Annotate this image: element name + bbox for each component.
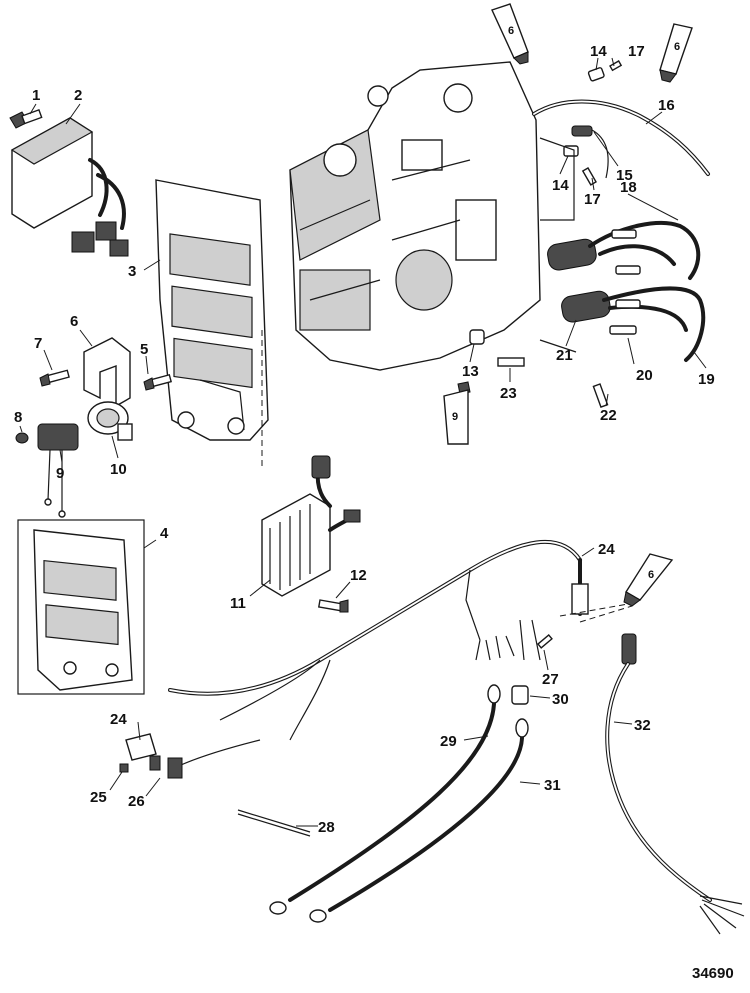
callout-31: 31 [544, 777, 561, 794]
callout-10: 10 [110, 461, 127, 478]
callout-17-mid: 17 [584, 191, 601, 208]
callout-1: 1 [32, 87, 40, 104]
screw-part-1[interactable] [9, 108, 43, 129]
sleeve-part-10[interactable] [87, 401, 133, 441]
callout-22: 22 [600, 407, 617, 424]
figure-number: 34690 [692, 965, 734, 982]
callout-23: 23 [500, 385, 517, 402]
tube-label-3: 9 [452, 411, 458, 423]
callout-17-top: 17 [628, 43, 645, 60]
cable-part-29[interactable] [269, 684, 501, 915]
callout-21: 21 [556, 347, 573, 364]
plate-bracket-part-4[interactable] [33, 529, 133, 691]
callout-28: 28 [318, 819, 335, 836]
callout-3: 3 [128, 263, 136, 280]
callout-14-mid: 14 [552, 177, 569, 194]
callout-7: 7 [34, 335, 42, 352]
tie-strap-part-28[interactable] [237, 809, 311, 837]
plug-lead-part-19[interactable] [602, 286, 706, 362]
spark-plug-part-20[interactable] [609, 229, 641, 335]
screw-part-22[interactable] [592, 383, 609, 408]
boot-part-30[interactable] [511, 685, 529, 705]
callout-labels: 1 2 3 4 5 6 7 8 9 10 11 12 13 14 14 15 1… [14, 43, 715, 836]
bracket-line-15 [539, 137, 575, 221]
relay-part-9[interactable] [37, 423, 79, 518]
inset-box [17, 519, 145, 695]
callout-19: 19 [698, 371, 715, 388]
screw-part-12[interactable] [317, 599, 349, 613]
callout-13: 13 [462, 363, 479, 380]
callout-30: 30 [552, 691, 569, 708]
callout-24-top: 24 [598, 541, 615, 558]
engine-block [289, 61, 541, 371]
ignition-coil-part-21[interactable] [546, 238, 612, 324]
connector-part-25[interactable] [149, 755, 183, 779]
sealant-tube-right-mid: 6 [623, 553, 674, 607]
sealant-tube-part-9: 9 [443, 381, 471, 445]
leader-lines [19, 57, 707, 827]
screw-part-5[interactable] [143, 373, 172, 391]
callout-6: 6 [70, 313, 78, 330]
screw-part-7[interactable] [39, 369, 70, 387]
harness-part-32[interactable] [605, 633, 745, 935]
screw-part-26[interactable] [119, 763, 129, 773]
callout-26: 25 [90, 789, 107, 806]
screw-part-27[interactable] [537, 634, 553, 649]
callout-8: 8 [14, 409, 22, 426]
sensor-part-14[interactable] [563, 67, 605, 157]
callout-14-top: 14 [590, 43, 607, 60]
callout-24-left: 24 [110, 711, 127, 728]
ignition-module-part-2[interactable] [10, 117, 129, 257]
tube-label-1: 6 [508, 25, 514, 37]
plug-lead-part-18[interactable] [588, 221, 701, 280]
tube-label-2: 6 [674, 41, 680, 53]
callout-11: 11 [230, 595, 246, 612]
dashed-guide [559, 603, 633, 623]
bracket-line-21 [539, 339, 577, 353]
tube-label-4: 6 [648, 569, 654, 581]
regulator-part-11[interactable] [261, 455, 361, 597]
callout-18: 18 [620, 179, 637, 196]
callout-12: 12 [350, 567, 367, 584]
callout-16: 16 [658, 97, 675, 114]
callout-4: 4 [160, 525, 169, 542]
callout-15: 15 [616, 167, 633, 184]
callout-25: 26 [128, 793, 145, 810]
callout-9: 9 [56, 465, 64, 482]
callout-29: 29 [440, 733, 457, 750]
sealant-tube-top-right: 6 [659, 23, 693, 83]
callout-32: 32 [634, 717, 651, 734]
sensor-part-13[interactable] [469, 329, 485, 345]
bracket-part-6[interactable] [83, 337, 131, 408]
cable-part-31[interactable] [309, 718, 529, 923]
electrical-plate-part-3[interactable] [155, 179, 269, 441]
callout-27: 27 [542, 671, 559, 688]
connector-part-24-b[interactable] [125, 733, 157, 761]
tie-strap-part-23[interactable] [497, 357, 525, 367]
callout-2: 2 [74, 87, 82, 104]
sealant-tube-top-left: 6 [491, 3, 529, 65]
wire-part-16[interactable] [532, 99, 710, 176]
callout-20: 20 [636, 367, 653, 384]
callout-5: 5 [140, 341, 148, 358]
nut-part-8[interactable] [15, 432, 29, 444]
